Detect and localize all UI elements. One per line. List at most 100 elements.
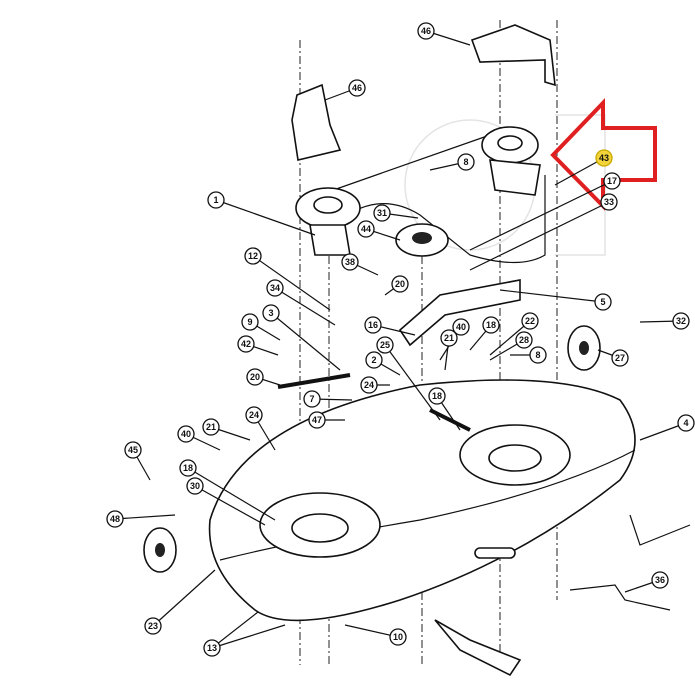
lift-rod — [569, 584, 671, 611]
callout-36: 36 — [651, 571, 669, 589]
callout-number: 45 — [128, 445, 138, 455]
callout-number: 18 — [486, 320, 496, 330]
callout-number: 8 — [535, 350, 540, 360]
callout-circle — [482, 316, 500, 334]
callout-number: 23 — [148, 621, 158, 631]
callout-42: 42 — [237, 335, 255, 353]
callout-number: 3 — [268, 308, 273, 318]
callout-number: 38 — [345, 257, 355, 267]
leader-line — [384, 344, 441, 421]
callout-circle — [515, 331, 533, 349]
callout-20: 20 — [391, 275, 409, 293]
callout-8: 8 — [457, 153, 475, 171]
callout-circle — [428, 387, 446, 405]
callout-47: 47 — [308, 411, 326, 429]
callout-circle — [266, 279, 284, 297]
callout-23: 23 — [144, 617, 162, 635]
callout-8: 8 — [529, 346, 547, 364]
callout-circle — [106, 510, 124, 528]
callout-33: 33 — [600, 193, 618, 211]
callout-16: 16 — [364, 316, 382, 334]
callout-number: 31 — [377, 208, 387, 218]
callout-number: 47 — [312, 415, 322, 425]
callout-number: 5 — [600, 297, 605, 307]
callout-circle — [186, 477, 204, 495]
callout-21: 21 — [440, 329, 458, 347]
callout-number: 34 — [270, 283, 280, 293]
callout-circle — [207, 191, 225, 209]
callout-number: 44 — [361, 224, 371, 234]
callout-24: 24 — [245, 406, 263, 424]
callout-43: 43 — [595, 149, 613, 167]
callout-number: 42 — [241, 339, 251, 349]
callout-24: 24 — [360, 376, 378, 394]
callout-40: 40 — [177, 425, 195, 443]
callout-number: 28 — [519, 335, 529, 345]
callout-circle — [241, 313, 259, 331]
callout-44: 44 — [357, 220, 375, 238]
callout-18: 18 — [482, 316, 500, 334]
callout-34: 34 — [266, 279, 284, 297]
callout-46: 46 — [417, 22, 435, 40]
callout-46: 46 — [348, 79, 366, 97]
callout-circle — [603, 172, 621, 190]
callout-48: 48 — [106, 510, 124, 528]
callout-number: 8 — [463, 157, 468, 167]
leader-line — [114, 514, 176, 520]
mower-deck — [208, 379, 636, 622]
leader-line — [211, 624, 286, 649]
gauge-wheel-right — [567, 325, 601, 371]
callout-25: 25 — [376, 336, 394, 354]
callout-number: 46 — [421, 26, 431, 36]
callout-circle — [457, 153, 475, 171]
callout-32: 32 — [672, 312, 690, 330]
callout-30: 30 — [186, 477, 204, 495]
callout-number: 16 — [368, 320, 378, 330]
callout-number: 40 — [181, 429, 191, 439]
callout-number: 7 — [309, 394, 314, 404]
spring-left — [277, 373, 351, 389]
callout-circle — [124, 441, 142, 459]
leader-line — [554, 157, 605, 186]
callout-28: 28 — [515, 331, 533, 349]
callout-circle — [179, 459, 197, 477]
callout-circle — [600, 193, 618, 211]
idler-bracket — [398, 279, 521, 347]
callout-circle — [262, 304, 280, 322]
callout-27: 27 — [611, 349, 629, 367]
callout-number: 24 — [364, 380, 374, 390]
callout-13: 13 — [203, 639, 221, 657]
callout-circle — [237, 335, 255, 353]
callout-circle — [521, 312, 539, 330]
callout-18: 18 — [428, 387, 446, 405]
leader-line — [469, 201, 610, 271]
callout-7: 7 — [303, 390, 321, 408]
leader-line — [211, 611, 259, 649]
callout-circle — [391, 275, 409, 293]
callout-10: 10 — [389, 628, 407, 646]
leader-line — [152, 569, 216, 627]
callout-circle — [360, 376, 378, 394]
leader-line — [215, 199, 316, 236]
callout-31: 31 — [373, 204, 391, 222]
callout-number: 24 — [249, 410, 259, 420]
callout-number: 4 — [683, 418, 688, 428]
belt-cover-bracket-left — [291, 83, 342, 161]
callout-circle — [203, 639, 221, 657]
gauge-wheel-left — [143, 527, 177, 573]
callout-circle — [357, 220, 375, 238]
callout-number: 27 — [615, 353, 625, 363]
callout-circle — [202, 418, 220, 436]
callout-number: 10 — [393, 632, 403, 642]
callout-12: 12 — [244, 247, 262, 265]
callout-circle — [364, 316, 382, 334]
callout-number: 40 — [456, 322, 466, 332]
leader-line — [344, 624, 399, 638]
callout-number: 30 — [190, 481, 200, 491]
callout-circle — [677, 414, 695, 432]
leader-line — [194, 485, 266, 526]
callout-number: 18 — [432, 391, 442, 401]
callout-20: 20 — [246, 368, 264, 386]
callout-circle — [303, 390, 321, 408]
callout-circle — [373, 204, 391, 222]
